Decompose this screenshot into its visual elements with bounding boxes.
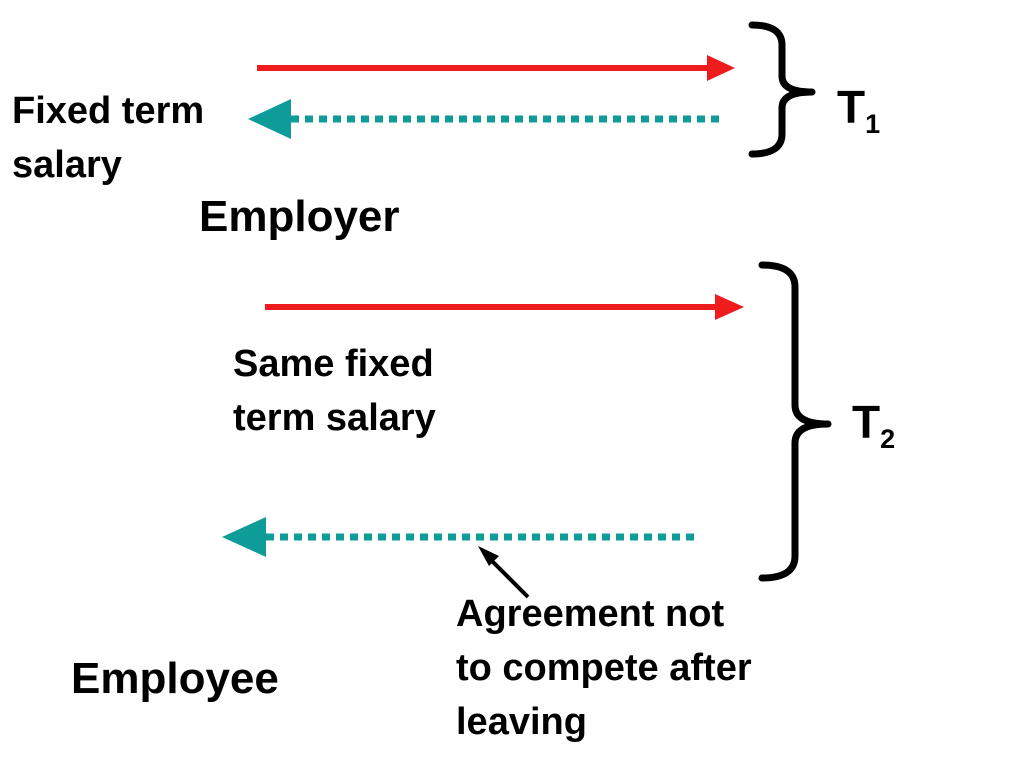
fixed-term-salary-line-2: salary: [12, 144, 122, 186]
employee-return-arrow-t1-head: [248, 99, 291, 139]
fixed-term-salary-label: Fixed term salary: [12, 84, 204, 192]
agreement-line-3: leaving: [456, 701, 587, 743]
period-t2-bracket: [758, 261, 832, 582]
period-t1-bracket: [748, 21, 816, 158]
agreement-not-to-compete-label: Agreement not to compete after leaving: [456, 587, 752, 749]
same-fixed-term-salary-line-1: Same fixed: [233, 343, 434, 385]
period-t1-subscript: 1: [865, 109, 881, 139]
employer-payment-arrow-t2-head: [715, 294, 744, 320]
period-t2-label: T2: [852, 396, 895, 453]
period-t2-group: [222, 261, 832, 582]
employee-return-arrow-t2-head: [222, 517, 266, 557]
employer-payment-arrow-t1-head: [707, 55, 735, 81]
period-t1-main: T: [837, 81, 866, 133]
period-t2-subscript: 2: [880, 424, 896, 454]
agreement-pointer-shaft: [490, 559, 530, 599]
same-fixed-term-salary-line-2: term salary: [233, 397, 436, 439]
agreement-line-2: to compete after: [456, 647, 752, 689]
fixed-term-salary-line-1: Fixed term: [12, 90, 205, 132]
period-t2-main: T: [852, 396, 881, 448]
agreement-line-1: Agreement not: [456, 593, 725, 635]
same-fixed-term-salary-label: Same fixed term salary: [233, 337, 436, 445]
agreement-pointer-arrow: [478, 546, 530, 599]
employer-label: Employer: [199, 192, 400, 241]
period-t1-label: T1: [837, 81, 880, 138]
period-t1-group: [248, 21, 816, 158]
agreement-pointer-head: [478, 546, 499, 566]
employee-label: Employee: [71, 654, 279, 703]
